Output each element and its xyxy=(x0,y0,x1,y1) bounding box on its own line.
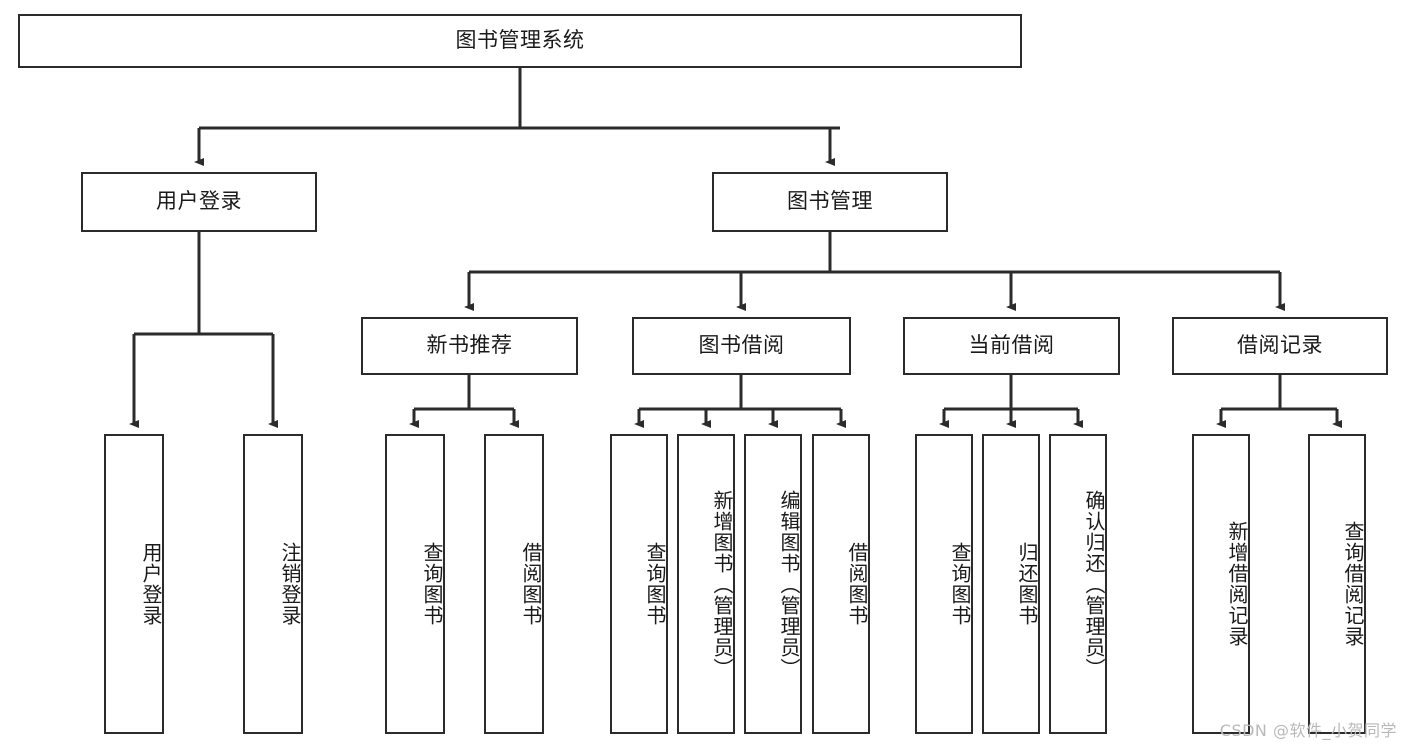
leaf-book-borrow-query[interactable]: 查询图书 xyxy=(610,434,668,734)
leaf-label: 查询图书 xyxy=(643,542,667,626)
leaf-label: 借阅图书 xyxy=(519,542,543,626)
leaf-book-borrow-add[interactable]: 新增图书（管理员） xyxy=(677,434,735,734)
leaf-new-book-borrow[interactable]: 借阅图书 xyxy=(484,434,544,734)
leaf-new-book-query[interactable]: 查询图书 xyxy=(385,434,445,734)
leaf-book-borrow-borrow[interactable]: 借阅图书 xyxy=(812,434,870,734)
leaf-label: 新增借阅记录 xyxy=(1225,521,1249,647)
leaf-user-login-logout[interactable]: 注销登录 xyxy=(243,434,303,734)
leaf-label: 用户登录 xyxy=(139,542,163,626)
leaf-label: 注销登录 xyxy=(278,542,302,626)
node-user-login[interactable]: 用户登录 xyxy=(81,172,317,232)
leaf-user-login-login[interactable]: 用户登录 xyxy=(104,434,164,734)
node-book-borrow[interactable]: 图书借阅 xyxy=(632,317,851,375)
leaf-label: 确认归还（管理员） xyxy=(1082,489,1106,679)
leaf-current-borrow-return[interactable]: 归还图书 xyxy=(982,434,1040,734)
leaf-label: 归还图书 xyxy=(1015,542,1039,626)
leaf-current-borrow-query[interactable]: 查询图书 xyxy=(915,434,973,734)
leaf-label: 借阅图书 xyxy=(845,542,869,626)
leaf-current-borrow-confirm-return[interactable]: 确认归还（管理员） xyxy=(1049,434,1107,734)
leaf-book-borrow-edit[interactable]: 编辑图书（管理员） xyxy=(744,434,802,734)
leaf-borrow-record-query[interactable]: 查询借阅记录 xyxy=(1308,434,1366,734)
node-root-system[interactable]: 图书管理系统 xyxy=(18,14,1022,68)
node-new-book-recommend[interactable]: 新书推荐 xyxy=(361,317,578,375)
leaf-label: 查询借阅记录 xyxy=(1341,521,1365,647)
watermark-text: CSDN @软件_小贺同学 xyxy=(1219,721,1397,740)
node-book-management[interactable]: 图书管理 xyxy=(712,172,948,232)
leaf-label: 查询图书 xyxy=(948,542,972,626)
leaf-label: 查询图书 xyxy=(420,542,444,626)
node-borrow-record[interactable]: 借阅记录 xyxy=(1172,317,1388,375)
node-current-borrow[interactable]: 当前借阅 xyxy=(903,317,1120,375)
leaf-label: 新增图书（管理员） xyxy=(710,489,734,679)
leaf-borrow-record-add[interactable]: 新增借阅记录 xyxy=(1192,434,1250,734)
leaf-label: 编辑图书（管理员） xyxy=(777,489,801,679)
